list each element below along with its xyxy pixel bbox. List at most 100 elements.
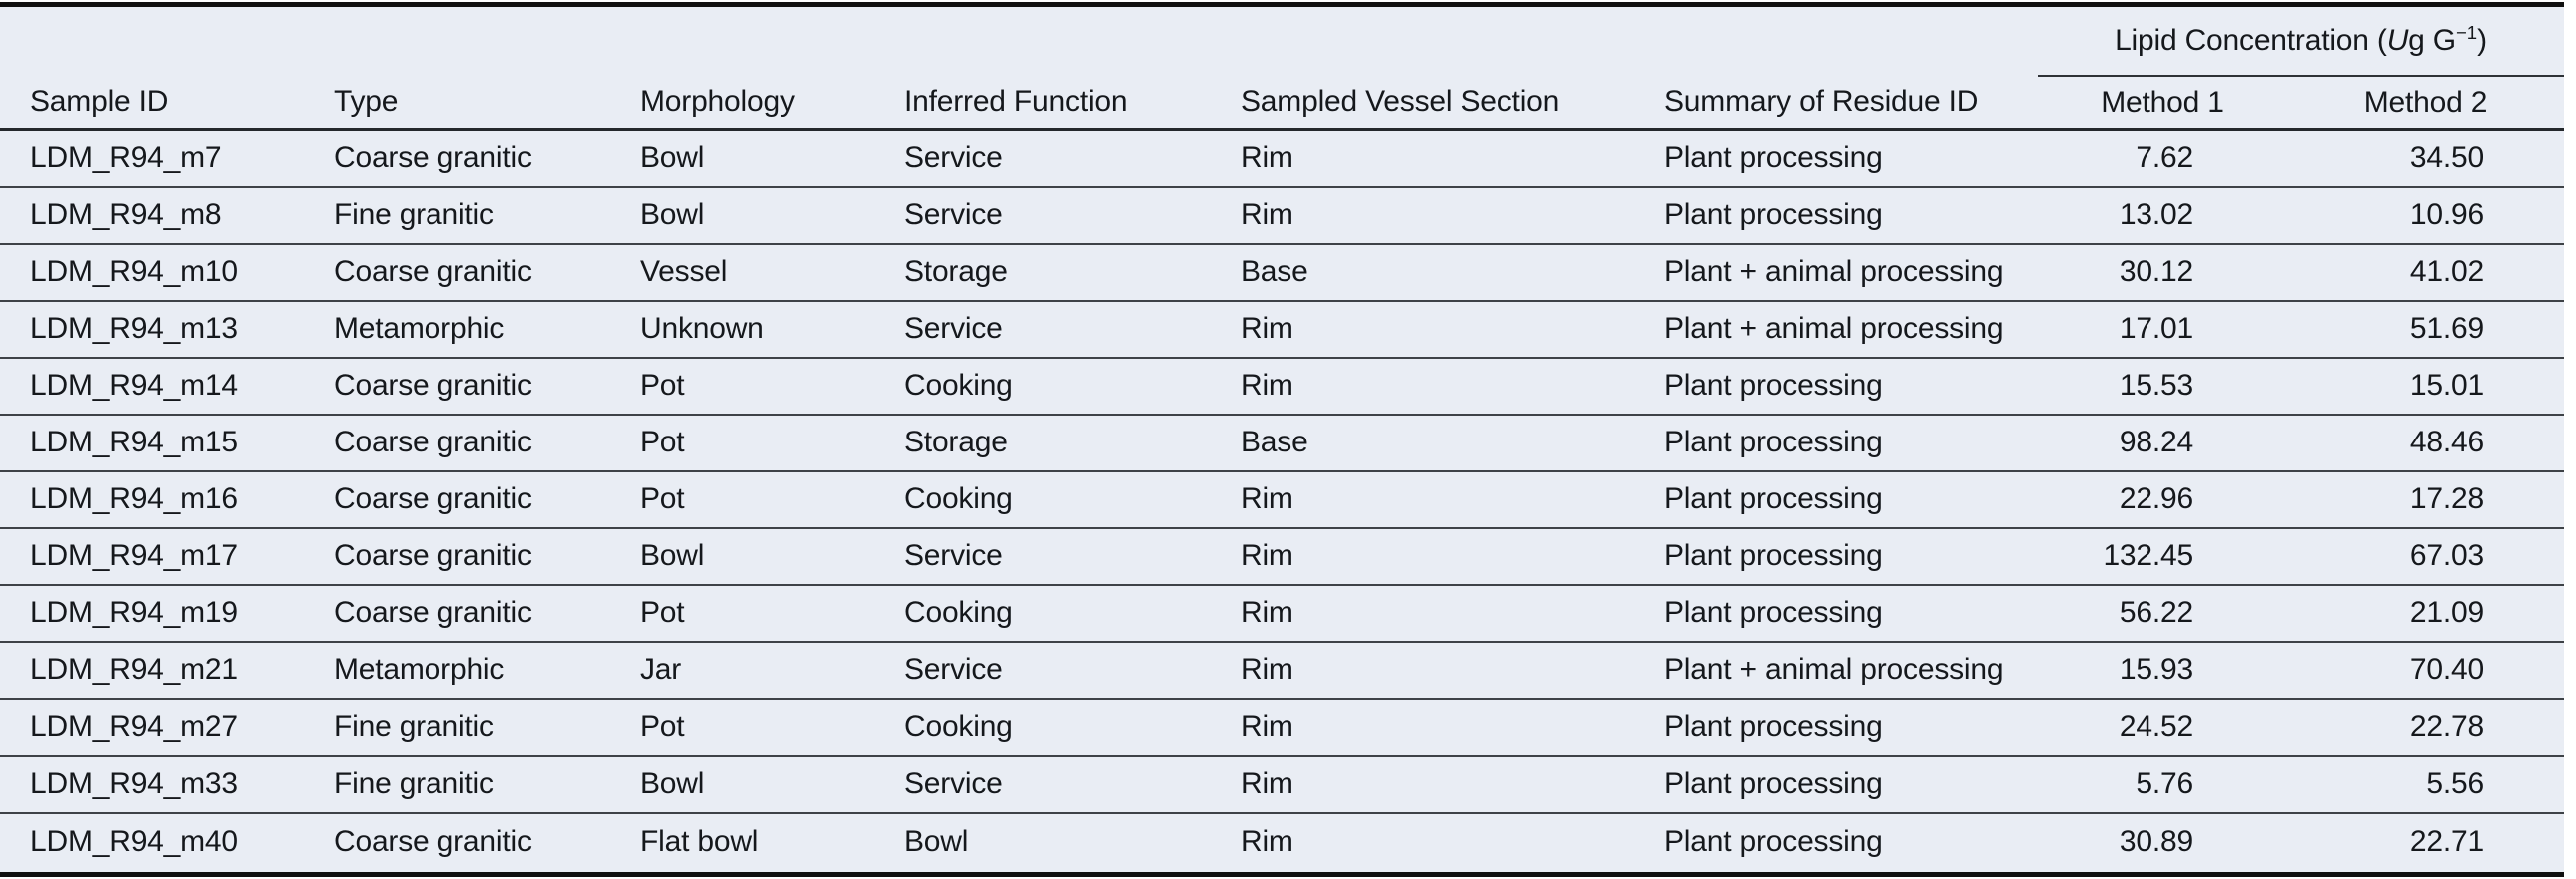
col-header-inferred-function: Inferred Function	[904, 76, 1241, 131]
cell-inferred-function: Cooking	[904, 356, 1241, 415]
lipid-concentration-group-header: Lipid Concentration (Ug G−1)	[2038, 7, 2564, 77]
table-row: LDM_R94_m15 Coarse granitic Pot Storage …	[0, 413, 2564, 471]
cell-morphology: Bowl	[640, 185, 904, 244]
cell-residue-summary: Plant processing	[1664, 754, 2038, 813]
table-row: LDM_R94_m13 Metamorphic Unknown Service …	[0, 299, 2564, 358]
cell-method-1: 15.93	[2038, 640, 2287, 699]
cell-sample-id: LDM_R94_m21	[0, 640, 334, 699]
cell-sample-id: LDM_R94_m19	[0, 583, 334, 642]
cell-method-2: 15.01	[2287, 356, 2564, 415]
residue-table: Lipid Concentration (Ug G−1) Sample ID T…	[0, 7, 2564, 870]
cell-sample-id: LDM_R94_m40	[0, 811, 334, 870]
cell-method-1: 56.22	[2038, 583, 2287, 642]
cell-residue-summary: Plant processing	[1664, 811, 2038, 870]
cell-method-2: 34.50	[2409, 141, 2484, 175]
cell-inferred-function: Service	[904, 526, 1241, 585]
cell-method-1: 15.53	[2038, 356, 2287, 415]
cell-sample-id: LDM_R94_m27	[0, 697, 334, 756]
cell-sampled-vessel-section: Rim	[1241, 697, 1664, 756]
table-row: LDM_R94_m40 Coarse granitic Flat bowl Bo…	[0, 811, 2564, 870]
col-header-sample-id: Sample ID	[0, 76, 334, 131]
cell-morphology: Bowl	[640, 754, 904, 813]
table-body: LDM_R94_m7 Coarse granitic Bowl Service …	[0, 130, 2564, 870]
cell-method-2: 22.71	[2287, 811, 2564, 870]
cell-method-2: 17.28	[2287, 469, 2564, 528]
table-row: LDM_R94_m27 Fine granitic Pot Cooking Ri…	[0, 697, 2564, 756]
cell-type: Coarse granitic	[334, 469, 640, 528]
cell-method-2: 48.46	[2287, 413, 2564, 471]
cell-type: Fine granitic	[334, 185, 640, 244]
cell-sampled-vessel-section: Rim	[1241, 299, 1664, 358]
cell-sample-id: LDM_R94_m33	[0, 754, 334, 813]
cell-morphology: Bowl	[640, 141, 705, 175]
cell-sampled-vessel-section: Rim	[1241, 583, 1664, 642]
cell-type: Fine granitic	[334, 754, 640, 813]
table-row: LDM_R94_m16 Coarse granitic Pot Cooking …	[0, 469, 2564, 528]
cell-method-1: 30.12	[2038, 242, 2287, 301]
cell-residue-summary: Plant processing	[1664, 356, 2038, 415]
cell-sample-id: LDM_R94_m14	[0, 356, 334, 415]
cell-method-2: 41.02	[2287, 242, 2564, 301]
cell-residue-summary: Plant processing	[1664, 583, 2038, 642]
cell-residue-summary: Plant processing	[1664, 185, 2038, 244]
cell-type: Metamorphic	[334, 640, 640, 699]
cell-sample-id: LDM_R94_m15	[0, 413, 334, 471]
col-header-sampled-vessel-section: Sampled Vessel Section	[1241, 76, 1664, 131]
table-row: LDM_R94_m10 Coarse granitic Vessel Stora…	[0, 242, 2564, 301]
cell-method-1: 98.24	[2038, 413, 2287, 471]
cell-morphology: Pot	[640, 697, 904, 756]
cell-type: Coarse granitic	[334, 413, 640, 471]
cell-method-2: 67.03	[2287, 526, 2564, 585]
cell-method-1: 22.96	[2038, 469, 2287, 528]
cell-type: Coarse granitic	[334, 811, 640, 870]
cell-method-2: 5.56	[2287, 754, 2564, 813]
table-row: LDM_R94_m14 Coarse granitic Pot Cooking …	[0, 356, 2564, 415]
table-header: Lipid Concentration (Ug G−1) Sample ID T…	[0, 7, 2564, 131]
cell-method-1: 13.02	[2038, 185, 2287, 244]
group-header-spacer	[0, 7, 2038, 76]
col-header-type: Type	[334, 76, 640, 131]
lipid-unit-superscript: −1	[2455, 22, 2478, 43]
cell-sample-id: LDM_R94_m17	[0, 526, 334, 585]
cell-residue-summary: Plant + animal processing	[1664, 299, 2038, 358]
cell-inferred-function: Cooking	[904, 469, 1241, 528]
cell-inferred-function: Service	[904, 754, 1241, 813]
cell-sampled-vessel-section: Rim	[1241, 141, 1293, 175]
cell-inferred-function: Cooking	[904, 583, 1241, 642]
table-row: LDM_R94_m17 Coarse granitic Bowl Service…	[0, 526, 2564, 585]
cell-sample-id: LDM_R94_m10	[0, 242, 334, 301]
cell-inferred-function: Service	[904, 640, 1241, 699]
cell-sampled-vessel-section: Rim	[1241, 526, 1664, 585]
cell-method-1: 132.45	[2038, 526, 2287, 585]
cell-inferred-function: Service	[904, 299, 1241, 358]
cell-residue-summary: Plant processing	[1664, 469, 2038, 528]
cell-sampled-vessel-section: Rim	[1241, 469, 1664, 528]
col-header-morphology: Morphology	[640, 76, 904, 131]
cell-morphology: Pot	[640, 583, 904, 642]
cell-inferred-function: Storage	[904, 242, 1241, 301]
cell-method-2: 21.09	[2287, 583, 2564, 642]
lipid-unit-mid: g G	[2408, 24, 2456, 57]
cell-type: Fine granitic	[334, 697, 640, 756]
cell-method-2: 51.69	[2287, 299, 2564, 358]
cell-sample-id: LDM_R94_m13	[0, 299, 334, 358]
cell-inferred-function: Service	[904, 185, 1241, 244]
col-header-residue-summary: Summary of Residue ID	[1664, 76, 2038, 131]
cell-method-2: 70.40	[2287, 640, 2564, 699]
cell-morphology: Pot	[640, 469, 904, 528]
table-row: LDM_R94_m7 Coarse granitic Bowl Service …	[0, 130, 2564, 187]
cell-morphology: Vessel	[640, 242, 904, 301]
cell-method-2: 22.78	[2287, 697, 2564, 756]
cell-method-1: 30.89	[2038, 811, 2287, 870]
table-row: LDM_R94_m21 Metamorphic Jar Service Rim …	[0, 640, 2564, 699]
cell-method-1: 24.52	[2038, 697, 2287, 756]
cell-inferred-function: Bowl	[904, 811, 1241, 870]
cell-residue-summary: Plant processing	[1664, 697, 2038, 756]
table-row: LDM_R94_m33 Fine granitic Bowl Service R…	[0, 754, 2564, 813]
cell-residue-summary: Plant processing	[1664, 141, 1883, 175]
cell-sample-id: LDM_R94_m7	[30, 141, 222, 175]
cell-sample-id: LDM_R94_m8	[0, 185, 334, 244]
cell-sampled-vessel-section: Base	[1241, 242, 1664, 301]
table-row: LDM_R94_m19 Coarse granitic Pot Cooking …	[0, 583, 2564, 642]
